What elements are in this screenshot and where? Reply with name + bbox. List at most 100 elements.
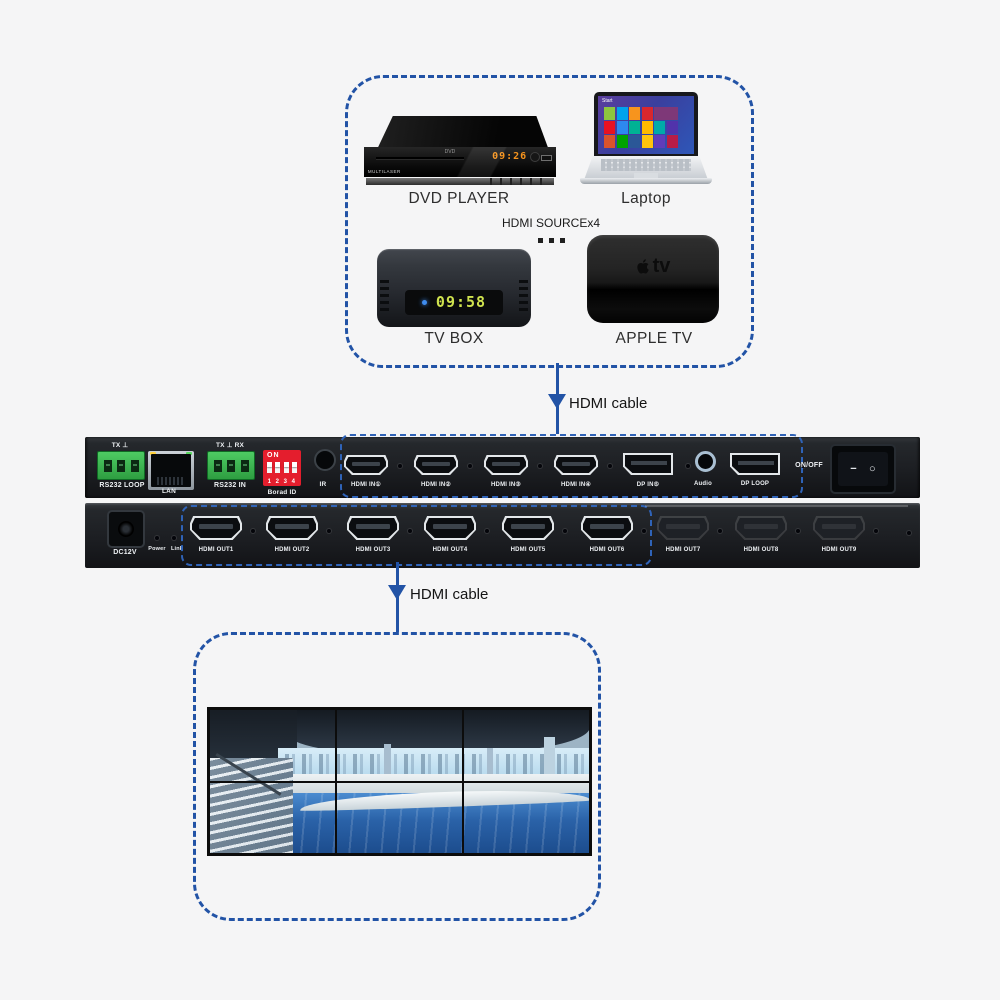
hdmi-in-1-label: HDMI IN① — [351, 482, 381, 488]
video-wall-tile — [463, 781, 590, 854]
hdmi-out-7-label: HDMI OUT7 — [665, 547, 701, 553]
laptop-screen: Start — [594, 92, 698, 158]
dvd-logo: DVD — [444, 149, 456, 156]
tv-box-clock: 09:58 — [435, 293, 487, 312]
hdmi-in-4-port: HDMI IN④ — [546, 437, 606, 498]
apple-tv-logo-text: tv — [652, 255, 671, 277]
rs232-loop-connector — [97, 451, 145, 480]
led-dot — [251, 529, 255, 533]
rs232-loop-label: RS232 LOOP — [99, 482, 145, 489]
rs232-loop-pin-label: TX ⊥ — [111, 442, 129, 449]
hdmi-out-2-plug — [266, 516, 318, 540]
dp-in-5-port: DP IN⑤ — [615, 437, 681, 498]
dp-loop-plug — [730, 453, 780, 475]
dvd-player-front: DVD 09:26 MULTILASER — [364, 147, 556, 177]
panel-edge-highlight — [645, 505, 908, 507]
lan-port — [148, 451, 194, 490]
video-wall-tile — [336, 781, 463, 854]
video-wall-tile — [463, 709, 590, 782]
dip-numbers: 1 2 3 4 — [267, 479, 297, 485]
laptop-image: Start — [580, 92, 712, 190]
link-led-label: Link — [170, 546, 184, 552]
dvd-usb-port — [541, 155, 553, 162]
hdmi-out-1-port: HDMI OUT1 — [184, 503, 248, 568]
hdmi-cable-label-bottom: HDMI cable — [410, 586, 489, 603]
rs232-in-pin-label: TX ⊥ RX — [215, 442, 244, 449]
dp-in-5-label: DP IN⑤ — [636, 482, 660, 488]
hdmi-out-4-label: HDMI OUT4 — [432, 547, 468, 553]
hdmi-out-9-port: HDMI OUT9 — [807, 503, 871, 568]
hdmi-outputs-outline — [181, 505, 652, 566]
power-rocker: − ○ — [838, 452, 888, 486]
rs232-in-connector — [207, 451, 255, 480]
led-dot — [563, 529, 567, 533]
hdmi-in-3-port: HDMI IN③ — [476, 437, 536, 498]
hdmi-out-3-port: HDMI OUT3 — [341, 503, 405, 568]
led-dot — [468, 464, 472, 468]
dc12v-label: DC12V — [113, 549, 137, 556]
hdmi-sources-group-outline — [345, 75, 754, 368]
led-dot — [485, 529, 489, 533]
wall-scene-tower — [487, 748, 494, 775]
hdmi-out-2-port: HDMI OUT2 — [260, 503, 324, 568]
hdmi-cable-label-top: HDMI cable — [569, 395, 648, 412]
laptop-touchpad — [634, 173, 658, 179]
led-dot — [327, 529, 331, 533]
hdmi-out-7-port: HDMI OUT7 — [651, 503, 715, 568]
hdmi-out-5-plug — [502, 516, 554, 540]
audio-jack — [695, 451, 716, 472]
tv-box-display: 09:58 — [405, 289, 503, 315]
link-led — [172, 536, 176, 540]
hdmi-out-6-plug — [581, 516, 633, 540]
screw-hole — [907, 531, 911, 535]
switch-off-mark: − — [850, 463, 857, 475]
hdmi-out-8-port: HDMI OUT8 — [729, 503, 793, 568]
dp-loop-port: DP LOOP — [722, 437, 788, 498]
hdmi-out-4-port: HDMI OUT4 — [418, 503, 482, 568]
led-dot — [538, 464, 542, 468]
dc-power-jack — [107, 510, 145, 548]
dvd-brand-text: MULTILASER — [367, 168, 401, 174]
lan-label: LAN — [162, 488, 176, 495]
tv-box-label: TV BOX — [424, 330, 484, 347]
laptop-tiles — [604, 107, 678, 149]
ir-jack — [314, 449, 336, 471]
wall-scene-tower — [544, 736, 556, 781]
hdmi-in-3-label: HDMI IN③ — [491, 482, 521, 488]
video-wall-tile — [209, 781, 336, 854]
led-dot — [796, 529, 800, 533]
hdmi-out-4-plug — [424, 516, 476, 540]
hdmi-out-9-label: HDMI OUT9 — [821, 547, 857, 553]
power-rocker-switch: − ○ — [830, 444, 896, 494]
dvd-player-label: DVD PLAYER — [408, 190, 510, 207]
on-off-label: ON/OFF — [795, 462, 823, 469]
video-wall-tile — [209, 709, 336, 782]
hdmi-out-3-label: HDMI OUT3 — [355, 547, 391, 553]
hdmi-out-1-plug — [190, 516, 242, 540]
hdmi-out-7-plug — [657, 516, 709, 540]
apple-logo-icon — [636, 259, 649, 274]
hdmi-out-6-port: HDMI OUT6 — [575, 503, 639, 568]
hdmi-out-5-port: HDMI OUT5 — [496, 503, 560, 568]
led-dot — [874, 529, 878, 533]
tv-box-image: 09:58 — [377, 249, 531, 327]
lan-socket — [151, 454, 191, 487]
rs232-in-label: RS232 IN — [214, 482, 246, 489]
switcher-rear-panel: TX ⊥ RS232 LOOP LAN TX ⊥ RX RS232 IN ON … — [85, 434, 920, 498]
hdmi-in-4-label: HDMI IN④ — [561, 482, 591, 488]
power-led — [155, 536, 159, 540]
audio-label: Audio — [694, 481, 712, 487]
hdmi-in-3-plug — [484, 455, 528, 475]
hdmi-out-2-label: HDMI OUT2 — [274, 547, 310, 553]
led-dot — [686, 464, 690, 468]
laptop-label: Laptop — [621, 190, 671, 207]
hdmi-in-1-plug — [344, 455, 388, 475]
led-dot — [398, 464, 402, 468]
hdmi-in-2-label: HDMI IN② — [421, 482, 451, 488]
dvd-power-button — [529, 152, 540, 163]
led-dot — [408, 529, 412, 533]
apple-tv-image: tv — [587, 235, 719, 323]
dip-switches — [267, 462, 297, 473]
wall-scene-tower — [384, 743, 392, 776]
board-id-dip-switch: ON 1 2 3 4 — [263, 450, 301, 486]
